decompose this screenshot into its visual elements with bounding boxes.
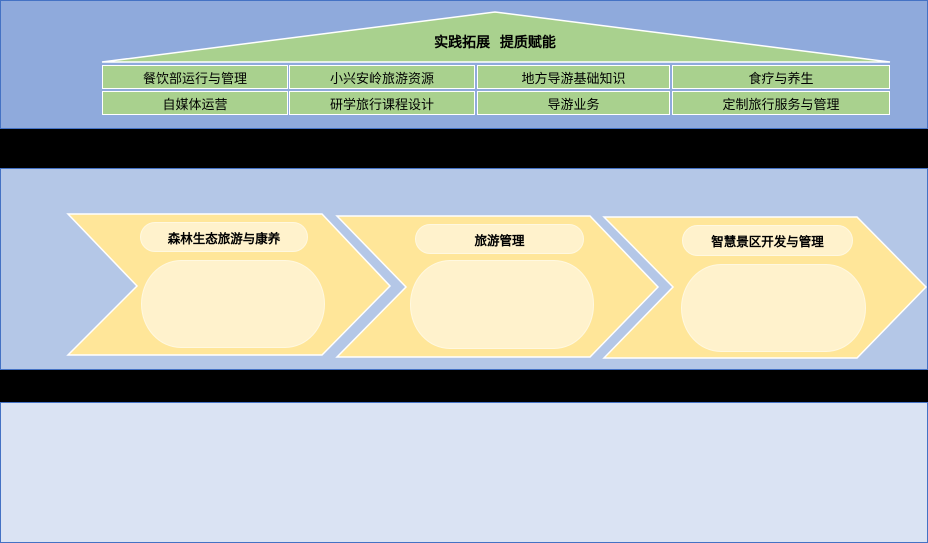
course-cell: 小兴安岭旅游资源 xyxy=(289,65,475,89)
roof-title: 实践拓展 提质赋能 xyxy=(434,35,556,51)
course-cell: 地方导游基础知识 xyxy=(477,65,670,89)
course-cell: 食疗与养生 xyxy=(672,65,890,89)
step-body-1 xyxy=(141,260,325,348)
course-cell: 定制旅行服务与管理 xyxy=(672,91,890,115)
step-body-2 xyxy=(410,260,594,349)
step-title-2: 旅游管理 xyxy=(415,224,584,254)
course-cell: 研学旅行课程设计 xyxy=(289,91,475,115)
step-title-1: 森林生态旅游与康养 xyxy=(140,222,308,252)
step-body-3 xyxy=(681,264,866,352)
roof-triangle xyxy=(101,11,891,63)
step-title-3: 智慧景区开发与管理 xyxy=(682,225,853,256)
course-cell: 自媒体运营 xyxy=(102,91,288,115)
course-cell: 餐饮部运行与管理 xyxy=(102,65,288,89)
course-cell: 导游业务 xyxy=(477,91,670,115)
